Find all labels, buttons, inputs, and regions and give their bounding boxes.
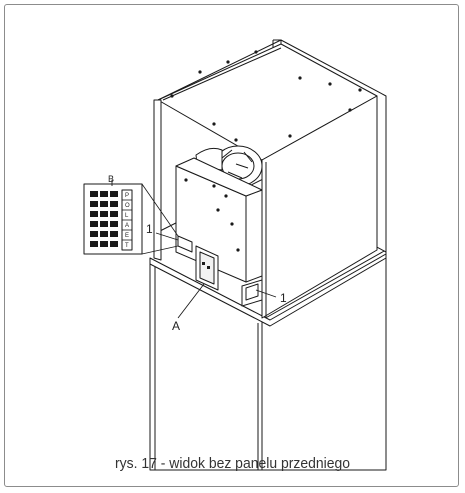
left-corner-post <box>153 99 162 261</box>
display-module <box>195 245 219 291</box>
callout-label-b: B <box>108 174 114 184</box>
inset-b-terminal-block <box>83 183 179 255</box>
control-housing-top <box>175 157 263 197</box>
callout-label-1-left: 1 <box>146 222 153 236</box>
cabinet-ledge <box>149 253 387 327</box>
terminal-letter: O <box>125 203 130 209</box>
terminal-letter: T <box>125 243 129 249</box>
terminal-letter: A <box>125 223 129 229</box>
lower-cabinet-side <box>261 249 387 471</box>
terminal-letter: P <box>125 193 129 199</box>
figure-caption: rys. 17 - widok bez panelu przedniego <box>115 455 350 472</box>
control-housing-side <box>245 189 263 283</box>
terminal-letter: E <box>125 233 129 239</box>
callout-label-a: A <box>172 319 180 333</box>
terminal-letter: L <box>125 213 129 219</box>
callout-label-1-right: 1 <box>280 291 287 305</box>
